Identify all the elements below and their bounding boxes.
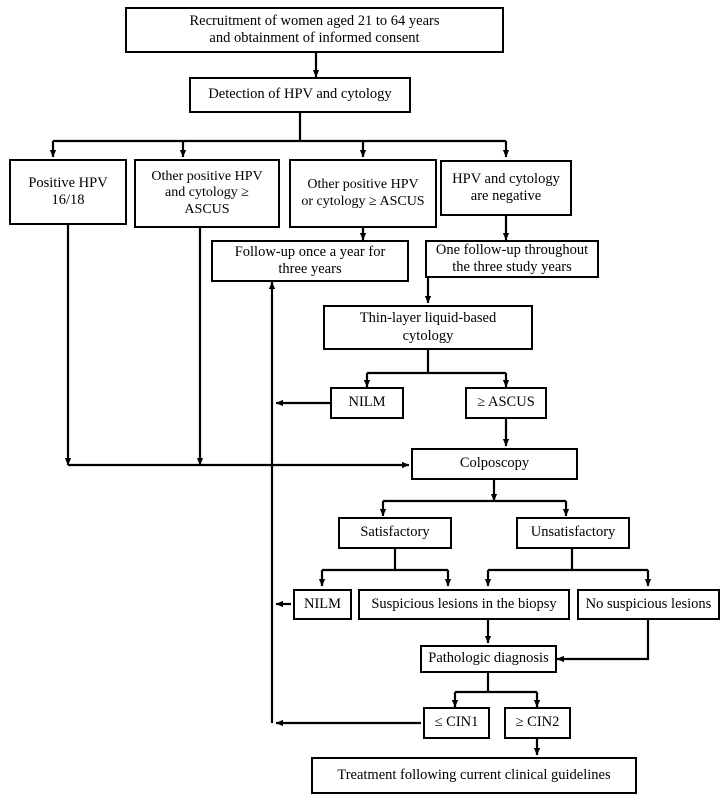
node-hpv-and-cytology-negative[interactable]: HPV and cytology are negative (440, 160, 572, 216)
node-recruitment[interactable]: Recruitment of women aged 21 to 64 years… (125, 7, 504, 53)
node-one-followup-three-years[interactable]: One follow-up throughout the three study… (425, 240, 599, 278)
node-other-hpv-and-cytology-ascus[interactable]: Other positive HPV and cytology ≥ ASCUS (134, 159, 280, 228)
node-detection[interactable]: Detection of HPV and cytology (189, 77, 411, 113)
node-suspicious-lesions-biopsy[interactable]: Suspicious lesions in the biopsy (358, 589, 570, 620)
node-unsatisfactory[interactable]: Unsatisfactory (516, 517, 630, 549)
node-nilm-cytology[interactable]: NILM (330, 387, 404, 419)
node-no-suspicious-lesions[interactable]: No suspicious lesions (577, 589, 720, 620)
node-satisfactory[interactable]: Satisfactory (338, 517, 452, 549)
node-pathologic-diagnosis[interactable]: Pathologic diagnosis (420, 645, 557, 673)
node-ascus-cytology[interactable]: ≥ ASCUS (465, 387, 547, 419)
node-thin-layer-cytology[interactable]: Thin-layer liquid-based cytology (323, 305, 533, 350)
node-cin2[interactable]: ≥ CIN2 (504, 707, 571, 739)
node-followup-once-a-year[interactable]: Follow-up once a year for three years (211, 240, 409, 282)
node-nilm-colposcopy[interactable]: NILM (293, 589, 352, 620)
node-cin1[interactable]: ≤ CIN1 (423, 707, 490, 739)
node-treatment[interactable]: Treatment following current clinical gui… (311, 757, 637, 794)
node-positive-hpv-16-18[interactable]: Positive HPV 16/18 (9, 159, 127, 225)
node-colposcopy[interactable]: Colposcopy (411, 448, 578, 480)
node-other-hpv-or-cytology-ascus[interactable]: Other positive HPV or cytology ≥ ASCUS (289, 159, 437, 228)
edge-nosuspicious-to-pathologic (556, 620, 650, 663)
